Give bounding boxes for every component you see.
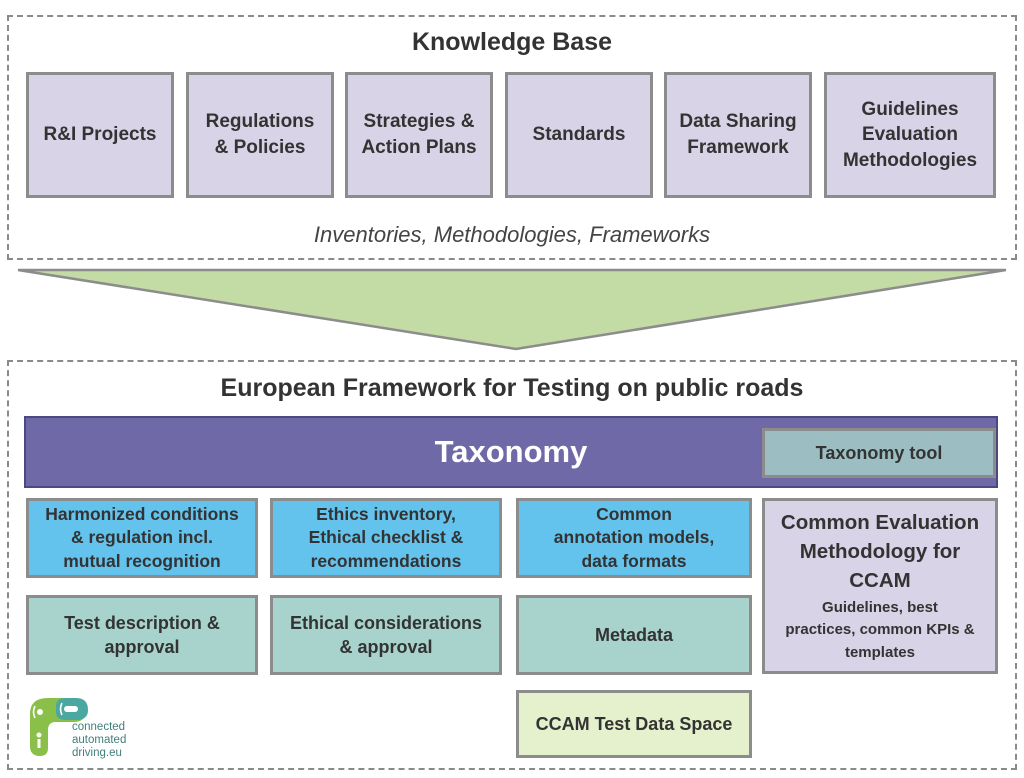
logo-text: connected automated driving.eu [72, 721, 127, 760]
kb-card-ri-projects: R&I Projects [26, 72, 174, 198]
funnel-arrow [17, 268, 1007, 351]
ccam-data-space-box: CCAM Test Data Space [516, 690, 752, 758]
kb-card-standards: Standards [505, 72, 653, 198]
knowledge-base-subtitle: Inventories, Methodologies, Frameworks [313, 222, 711, 247]
metadata-box: Metadata [516, 595, 752, 675]
evaluation-methodology-box: Common Evaluation Methodology for CCAM G… [762, 498, 998, 674]
european-framework-title: European Framework for Testing on public… [220, 374, 804, 402]
test-description-box: Test description & approval [26, 595, 258, 675]
knowledge-base-title: Knowledge Base [411, 28, 613, 56]
kb-card-guidelines: Guidelines Evaluation Methodologies [824, 72, 996, 198]
harmonized-conditions-box: Harmonized conditions & regulation incl.… [26, 498, 258, 578]
taxonomy-tool-box: Taxonomy tool [762, 428, 996, 478]
evaluation-methodology-subtext: Guidelines, best practices, common KPIs … [785, 598, 975, 661]
taxonomy-label: Taxonomy [434, 434, 588, 469]
ethics-inventory-box: Ethics inventory, Ethical checklist & re… [270, 498, 502, 578]
kb-card-strategies: Strategies & Action Plans [345, 72, 493, 198]
connected-automated-driving-logo [30, 698, 88, 756]
evaluation-methodology-heading: Common Evaluation Methodology for CCAM [780, 510, 980, 592]
ethical-considerations-box: Ethical considerations & approval [270, 595, 502, 675]
kb-card-regulations: Regulations & Policies [186, 72, 334, 198]
annotation-models-box: Common annotation models, data formats [516, 498, 752, 578]
kb-card-data-sharing: Data Sharing Framework [664, 72, 812, 198]
